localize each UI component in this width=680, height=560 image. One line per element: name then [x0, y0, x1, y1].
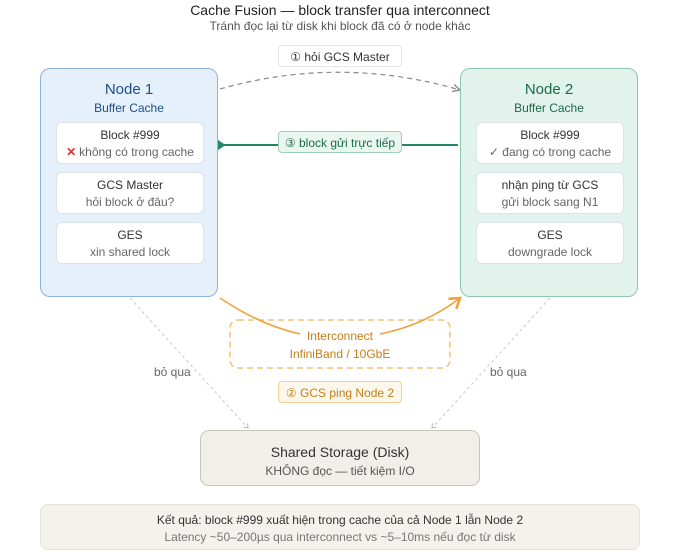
node-2-subtitle: Buffer Cache: [514, 101, 584, 115]
interconnect-box: [229, 319, 451, 369]
card-title: Block #999: [100, 128, 160, 142]
node-2-ping-card: nhận ping từ GCS gửi block sang N1: [476, 172, 624, 214]
storage-title: Shared Storage (Disk): [270, 444, 410, 460]
interconnect: Interconnect InfiniBand / 10GbE: [230, 320, 450, 368]
diagram-title: Cache Fusion — block transfer qua interc…: [190, 2, 490, 18]
interconnect-subtitle: InfiniBand / 10GbE: [289, 347, 391, 361]
node-2-ges-card: GES downgrade lock: [476, 222, 624, 264]
interconnect-title: Interconnect: [306, 329, 374, 343]
card-detail: ✕không có trong cache: [57, 145, 203, 159]
card-title: GCS Master: [96, 178, 163, 192]
diagram-subtitle: Tránh đọc lại từ disk khi block đã có ở …: [209, 19, 471, 33]
result-latency: Latency ~50–200µs qua interconnect vs ~5…: [164, 530, 516, 544]
node-2: Node 2 Buffer Cache Block #999 ✓ đang có…: [460, 68, 638, 297]
card-title: GES: [117, 228, 143, 242]
node-2-block-card: Block #999 ✓ đang có trong cache: [476, 122, 624, 164]
step-1-label: ① hỏi GCS Master: [278, 45, 402, 67]
card-title: Block #999: [520, 128, 580, 142]
interconnect-path-right: [379, 296, 462, 335]
skip-label-left: bỏ qua: [154, 365, 191, 379]
skip-line-left: [129, 297, 248, 428]
card-detail: hỏi block ở đâu?: [85, 195, 175, 209]
node-1: Node 1 Buffer Cache Block #999 ✕không có…: [40, 68, 218, 297]
storage-subtitle: KHÔNG đọc — tiết kiệm I/O: [265, 464, 415, 478]
card-title: nhận ping từ GCS: [501, 178, 599, 192]
skip-line-right: [432, 297, 551, 428]
card-detail: ✓ đang có trong cache: [488, 145, 612, 159]
node-1-ges-card: GES xin shared lock: [56, 222, 204, 264]
step-2-label: ② GCS ping Node 2: [278, 381, 402, 403]
card-detail: gửi block sang N1: [501, 195, 599, 209]
card-detail: xin shared lock: [89, 245, 171, 259]
card-title: GES: [537, 228, 563, 242]
cross-mark-icon: ✕: [66, 145, 77, 159]
ask-gcs-arrow: [219, 71, 460, 90]
node-1-subtitle: Buffer Cache: [94, 101, 164, 115]
step-3-label: ③ block gửi trực tiếp: [278, 131, 402, 153]
node-1-title: Node 1: [104, 81, 154, 98]
skip-label-right: bỏ qua: [490, 365, 527, 379]
card-detail-text: không có trong cache: [79, 145, 194, 159]
interconnect-path-left: [219, 297, 301, 335]
card-detail: downgrade lock: [507, 245, 593, 259]
node-1-block-card: Block #999 ✕không có trong cache: [56, 122, 204, 164]
shared-storage: Shared Storage (Disk) KHÔNG đọc — tiết k…: [200, 430, 480, 486]
result-summary: Kết quả: block #999 xuất hiện trong cach…: [156, 513, 524, 527]
result-box: Kết quả: block #999 xuất hiện trong cach…: [40, 504, 640, 550]
node-2-title: Node 2: [524, 81, 574, 98]
node-1-gcs-card: GCS Master hỏi block ở đâu?: [56, 172, 204, 214]
